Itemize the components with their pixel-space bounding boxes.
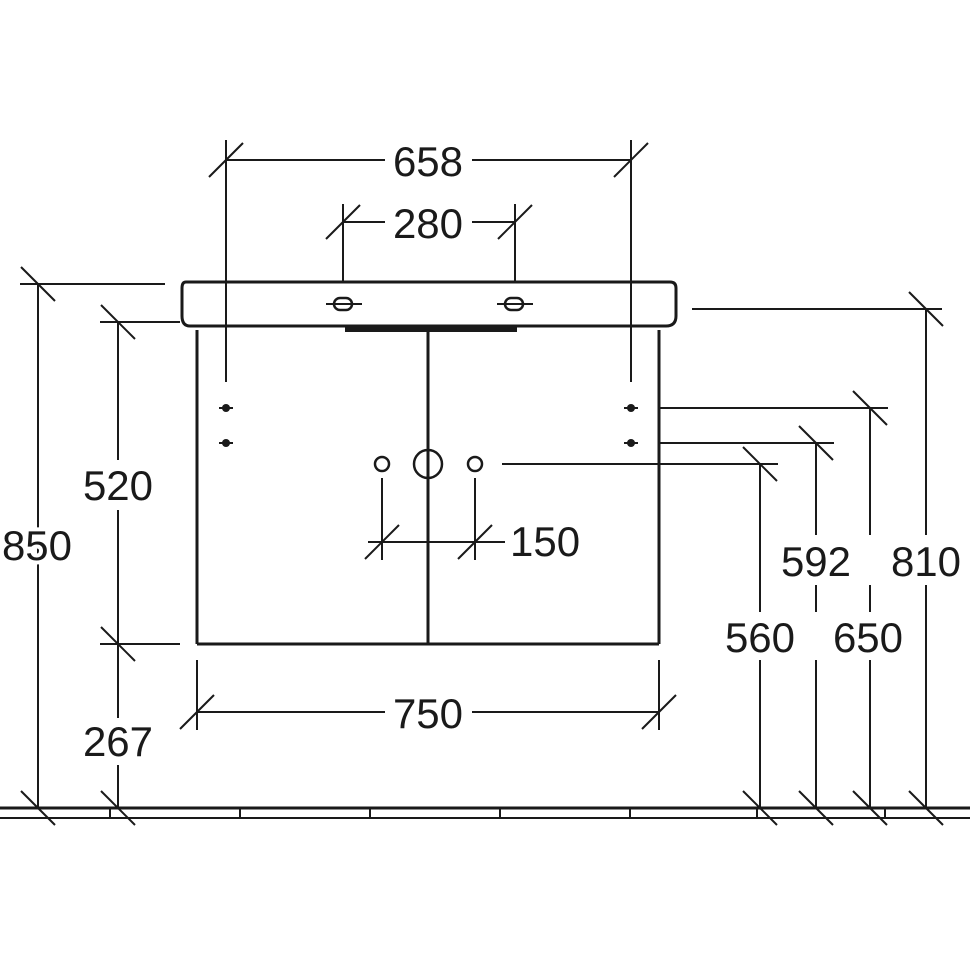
dimension-750 [179, 660, 677, 730]
basin-drain-rail [345, 326, 517, 332]
vanity-cabinet [195, 330, 661, 646]
drain-hole [412, 448, 444, 480]
dimension-label-560: 560 [725, 614, 795, 661]
dimension-label-650: 650 [833, 614, 903, 661]
dimension-label-850: 850 [2, 522, 72, 569]
dimension-560 [502, 446, 778, 826]
dimension-label-592: 592 [781, 538, 851, 585]
dimension-label-150: 150 [510, 518, 580, 565]
dimension-label-658: 658 [393, 138, 463, 185]
dimension-810 [692, 291, 944, 826]
dimension-850 [20, 266, 165, 826]
dimension-label-520: 520 [83, 462, 153, 509]
fixing-points [219, 404, 638, 447]
dimension-520 [100, 304, 180, 662]
dimension-658 [208, 140, 649, 382]
dimension-650 [658, 390, 888, 826]
dimension-label-810: 810 [891, 538, 961, 585]
dimension-label-280: 280 [393, 200, 463, 247]
supply-hole-left [373, 455, 391, 473]
dimension-150 [364, 478, 505, 560]
dimension-267 [100, 643, 180, 826]
dimension-592 [658, 425, 834, 826]
dimension-280 [325, 204, 533, 282]
supply-hole-right [466, 455, 484, 473]
dimension-label-750: 750 [393, 690, 463, 737]
dimension-label-267: 267 [83, 718, 153, 765]
floor [0, 806, 970, 819]
washbasin [180, 280, 678, 332]
